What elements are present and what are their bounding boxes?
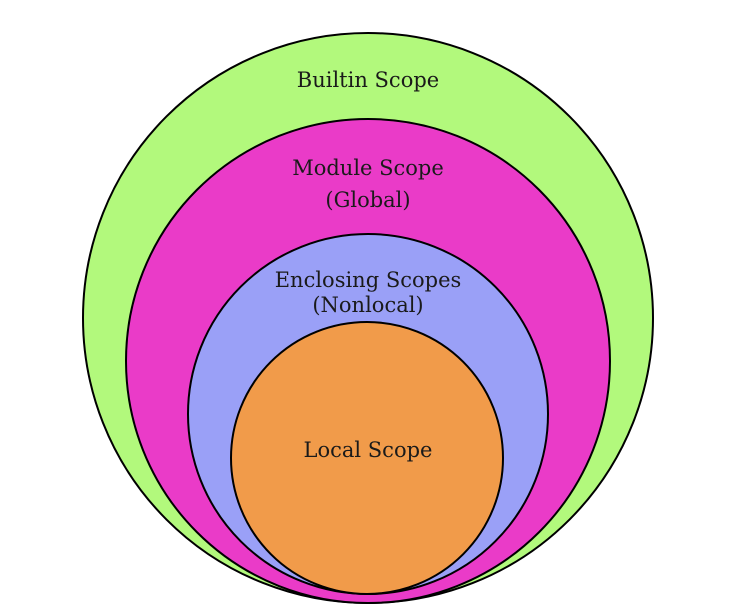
enclosing-scope-label: Enclosing Scopes <box>275 268 462 292</box>
module-scope-sublabel: (Global) <box>325 188 410 212</box>
builtin-scope-label: Builtin Scope <box>297 68 439 92</box>
local-scope-label: Local Scope <box>304 438 433 462</box>
module-scope-label: Module Scope <box>292 156 444 180</box>
enclosing-scope-sublabel: (Nonlocal) <box>312 293 423 317</box>
local-scope-circle <box>230 321 504 595</box>
local-scope: Local Scope <box>230 321 504 595</box>
